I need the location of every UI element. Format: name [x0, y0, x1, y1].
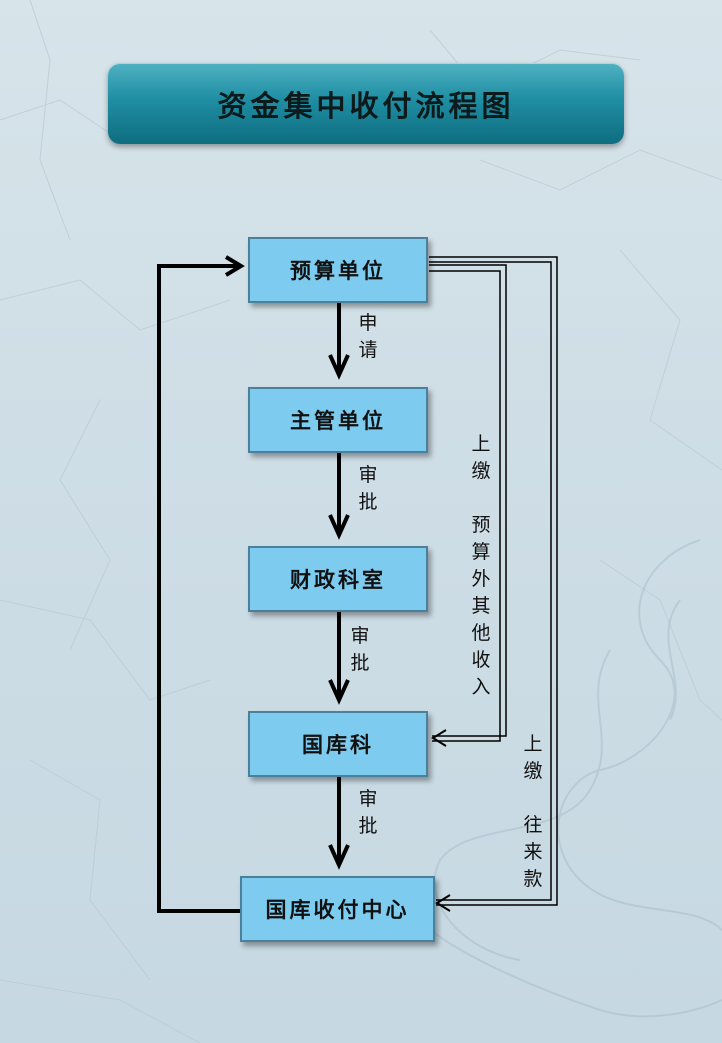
node-finance-section: 财政科室 — [248, 546, 428, 612]
label-apply: 申 请 — [358, 312, 378, 361]
label-remit-current-account: 上 缴 往 来 款 — [523, 733, 543, 890]
label-approve-3: 审 批 — [358, 788, 378, 837]
arrow-feedback-loop — [157, 255, 245, 913]
node-supervisor-unit: 主管单位 — [248, 387, 428, 453]
diagram-title: 资金集中收付流程图 — [217, 88, 515, 123]
label-remit-other-income: 上 缴 预 算 外 其 他 收 入 — [471, 433, 491, 698]
arrow-approve-1 — [328, 453, 350, 540]
arrow-remit-current-account — [429, 256, 558, 912]
node-treasury-section: 国库科 — [248, 711, 428, 777]
arrow-approve-2 — [328, 612, 350, 705]
node-budget-unit: 预算单位 — [248, 237, 428, 303]
node-treasury-center: 国库收付中心 — [240, 876, 435, 942]
label-approve-1: 审 批 — [358, 464, 378, 513]
arrow-apply — [328, 303, 350, 380]
arrow-approve-3 — [328, 777, 350, 870]
title-banner: 资金集中收付流程图 — [108, 63, 624, 144]
label-approve-2: 审 批 — [350, 625, 370, 674]
arrow-remit-other-income — [429, 264, 507, 747]
